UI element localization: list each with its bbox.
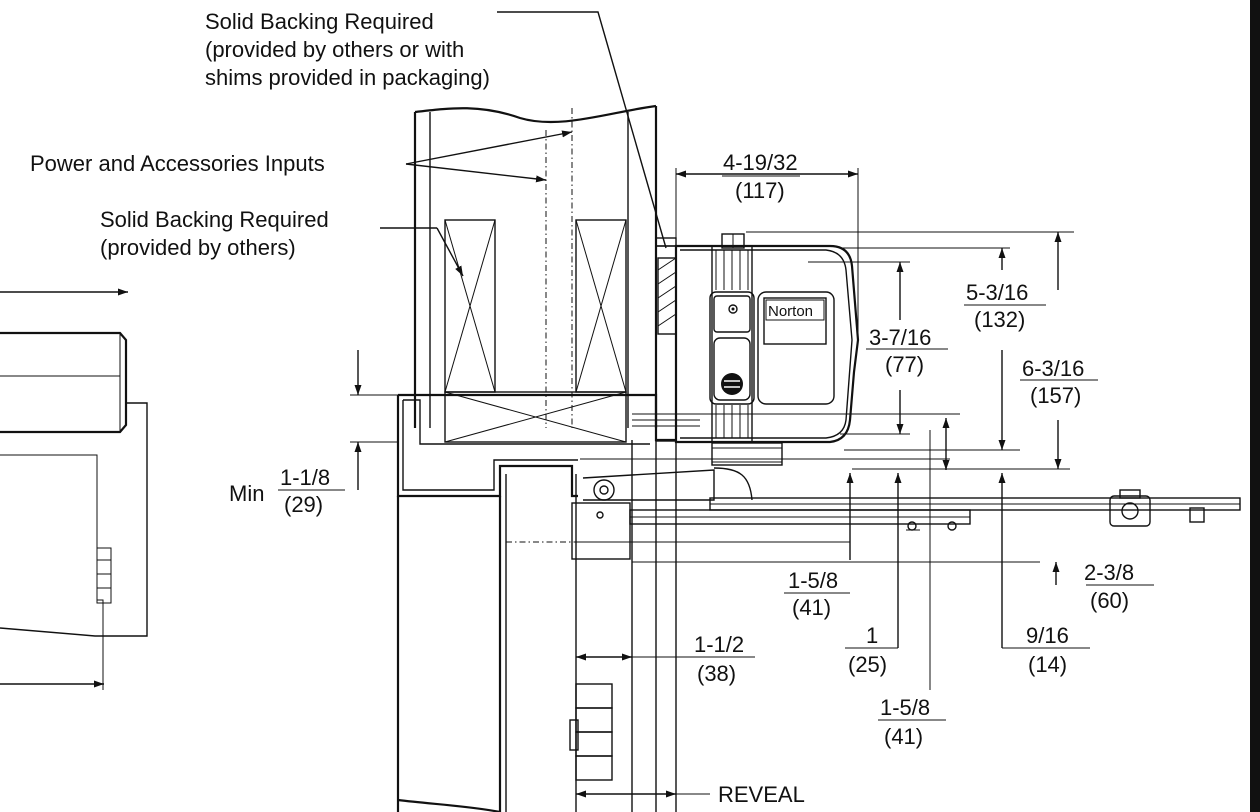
dim-4-19-32-mm: (117)	[735, 178, 785, 203]
dim-3-7-16-frac: 3-7/16	[869, 325, 931, 350]
side-view-partial	[0, 288, 148, 690]
dim-2-3-8-frac: 2-3/8	[1084, 560, 1134, 585]
brand-logo-text: Norton	[768, 303, 813, 320]
door-operator: Norton	[674, 233, 860, 466]
door-frame	[396, 393, 677, 812]
dim-6-3-16-mm: (157)	[1030, 383, 1081, 408]
note-reveal: REVEAL	[718, 782, 805, 807]
dim-4-19-32-frac: 4-19/32	[723, 150, 798, 175]
extension-lines	[350, 168, 1074, 470]
fraction-bars	[278, 175, 1154, 721]
note-backing-top-3: shims provided in packaging)	[205, 65, 490, 90]
dim-5-3-16-frac: 5-3/16	[966, 280, 1028, 305]
wall-section	[413, 104, 677, 443]
dim-1-1-8-mm: (29)	[284, 492, 323, 517]
dim-1-mm: (25)	[848, 652, 887, 677]
dim-1-1-8-frac: 1-1/8	[280, 465, 330, 490]
note-backing-top-2: (provided by others or with	[205, 37, 464, 62]
dimension-arrows	[354, 170, 1062, 798]
note-backing-top-1: Solid Backing Required	[205, 9, 434, 34]
dim-5-3-16-mm: (132)	[974, 307, 1025, 332]
leader-lines	[380, 11, 667, 277]
arm-assembly	[506, 458, 1241, 563]
note-backing-left-2: (provided by others)	[100, 235, 296, 260]
note-labels: Solid Backing Required (provided by othe…	[30, 9, 805, 807]
note-min: Min	[229, 481, 264, 506]
dim-1-5-8-b-frac: 1-5/8	[880, 695, 930, 720]
dim-3-7-16-mm: (77)	[885, 352, 924, 377]
shim-hatch	[657, 257, 677, 335]
dim-9-16-frac: 9/16	[1026, 623, 1069, 648]
dim-6-3-16-frac: 6-3/16	[1022, 356, 1084, 381]
dim-1-1-2-frac: 1-1/2	[694, 632, 744, 657]
dim-1-5-8-b-mm: (41)	[884, 724, 923, 749]
dim-2-3-8-mm: (60)	[1090, 588, 1129, 613]
dim-1-5-8-a-mm: (41)	[792, 595, 831, 620]
dim-1-5-8-a-frac: 1-5/8	[788, 568, 838, 593]
dimension-labels: 4-19/32 (117) 5-3/16 (132) 3-7/16 (77) 6…	[280, 150, 1134, 749]
dim-9-16-mm: (14)	[1028, 652, 1067, 677]
page-right-border	[1250, 0, 1260, 812]
dim-1-1-2-mm: (38)	[697, 661, 736, 686]
note-power-inputs: Power and Accessories Inputs	[30, 151, 325, 176]
dim-1-frac: 1	[866, 623, 878, 648]
note-backing-left-1: Solid Backing Required	[100, 207, 329, 232]
